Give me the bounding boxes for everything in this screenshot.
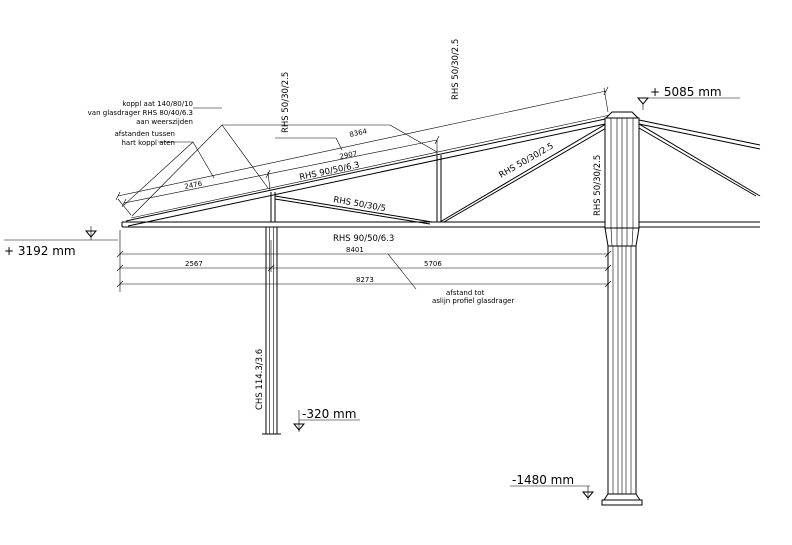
level-left: + 3192 mm — [4, 226, 118, 258]
label-rhs-top-left: RHS 50/30/2.5 — [281, 72, 291, 133]
level-mid-label: -320 mm — [302, 407, 356, 421]
right-roof — [638, 119, 761, 197]
note-glasdrager: van glasdrager RHS 80/40/6.3 — [88, 109, 193, 117]
dimension-top: 8364 — [115, 86, 609, 216]
dim-5706: 5706 — [424, 260, 442, 268]
main-beam — [121, 221, 760, 228]
note-hart: hart koppl aten — [122, 139, 176, 147]
truss-posts — [270, 155, 442, 222]
dim-2567: 2567 — [185, 260, 203, 268]
rafter — [125, 114, 611, 227]
note-afstanden: afstanden tussen — [114, 130, 175, 138]
dim-8401: 8401 — [346, 246, 364, 254]
note-afstand-tot: afstand tot — [446, 289, 485, 297]
note-weerszijden: aan weerszijden — [136, 118, 193, 126]
braces — [274, 123, 609, 225]
level-top-label: + 5085 mm — [650, 85, 722, 99]
annotations: koppl aat 140/80/10 van glasdrager RHS 8… — [88, 39, 603, 410]
chs-column — [262, 226, 281, 435]
label-chs-column: CHS 114.3/3.6 — [255, 349, 265, 410]
dim-8364: 8364 — [349, 127, 369, 139]
dim-2907: 2907 — [339, 150, 358, 161]
note-koppl-aat: koppl aat 140/80/10 — [122, 100, 193, 108]
level-top: + 5085 mm — [636, 85, 740, 110]
note-leaders — [123, 107, 438, 217]
label-rhs-beam: RHS 90/50/6.3 — [333, 234, 394, 244]
dim-2476: 2476 — [184, 179, 204, 190]
level-bottom-label: -1480 mm — [512, 473, 574, 487]
note-aslijn: aslijn profiel glasdrager — [432, 297, 514, 305]
label-rhs-brace: RHS 50/30/5 — [332, 195, 386, 214]
label-rhs-top-right: RHS 50/30/2.5 — [451, 39, 461, 100]
dimension-second: 2476 2907 — [121, 135, 440, 208]
dimension-bottom: 8401 2567 5706 8273 — [116, 230, 612, 292]
dim-8273: 8273 — [356, 276, 374, 284]
level-bottom: -1480 mm — [510, 473, 595, 500]
level-mid: -320 mm — [292, 407, 360, 432]
label-rhs-rafter: RHS 90/50/6.3 — [299, 160, 361, 183]
label-rhs-column: RHS 50/30/2.5 — [593, 155, 603, 216]
level-left-label: + 3192 mm — [4, 244, 76, 258]
main-column — [601, 111, 643, 506]
